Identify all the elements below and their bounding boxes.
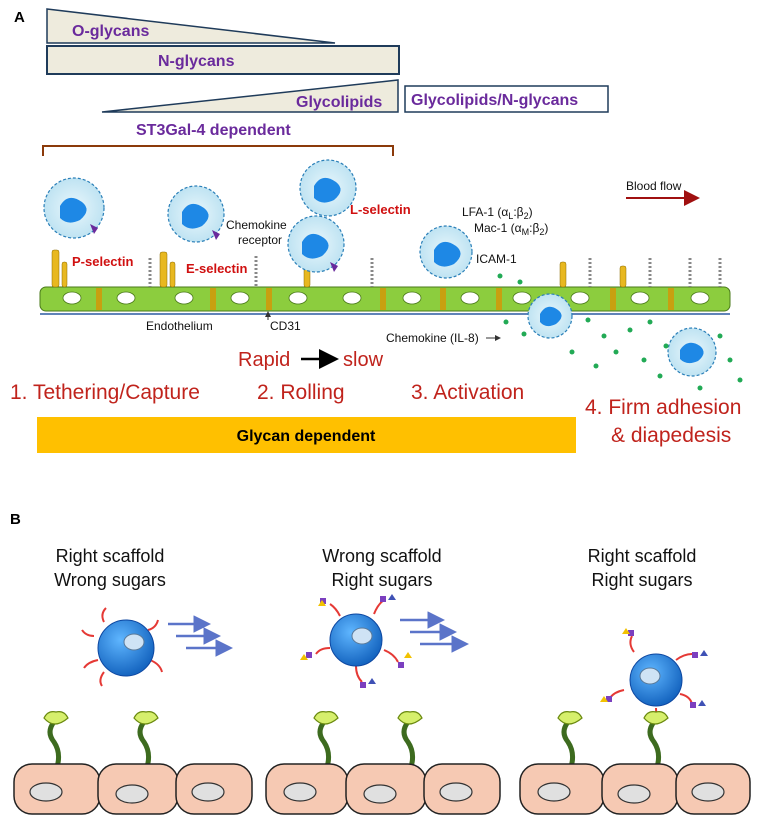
lfa1-label: LFA-1 (αL:β2) [462,205,533,221]
rapid-label: Rapid [238,349,290,371]
l-selectin-label: L-selectin [350,202,411,217]
st3gal-bracket [42,145,394,156]
step-3-label: 3. Activation [411,381,524,404]
o-glycans-wedge: O-glycans [46,8,336,44]
glycan-stalks [148,256,722,287]
leukocyte-4 [287,215,345,273]
col3-title-line1: Right scaffold [588,546,697,566]
glycolipids-n-glycans-box: Glycolipids/N-glycans [404,85,609,113]
chemokine-receptor-label-2: receptor [238,233,282,247]
n-glycans-bar: N-glycans [46,45,400,75]
step-2-label: 2. Rolling [257,381,345,404]
glycan-dependent-band [37,417,576,453]
glycolipids-wedge: Glycolipids [101,79,399,113]
col1-title-line2: Wrong sugars [54,570,166,590]
glycolipids-label: Glycolipids [296,94,382,111]
glycolipids-n-glycans-label: Glycolipids/N-glycans [411,92,578,109]
leukocyte-7 [667,327,717,377]
glycan-dependent-label: Glycan dependent [237,428,376,445]
blood-flow-label: Blood flow [626,179,682,193]
col2-title-line1: Wrong scaffold [322,546,441,566]
col1-leukocyte [81,607,163,687]
e-selectin-label: E-selectin [186,261,247,276]
panel-a-letter: A [14,9,25,26]
col2-leukocyte [300,594,412,688]
leukocyte-5 [419,225,473,279]
panel-b-letter: B [10,511,21,528]
slow-label: slow [343,349,384,371]
col2-title-line2: Right sugars [331,570,432,590]
endothelium-strip [39,286,731,315]
step-4-label-line1: 4. Firm adhesion [585,396,741,419]
icam1-label: ICAM-1 [476,252,517,266]
leukocyte-2 [167,185,225,243]
leukocyte-1 [43,177,105,239]
col3-title-line2: Right sugars [591,570,692,590]
col1-title-line1: Right scaffold [56,546,165,566]
leukocyte-6 [527,293,573,339]
endothelial-cells [13,763,751,815]
chemokine-receptor-label-1: Chemokine [226,218,287,232]
col3-sugar-glyphs [600,628,708,708]
col2-sugar-glyphs [300,594,412,688]
st3gal-label: ST3Gal-4 dependent [136,122,291,139]
leukocyte-3 [299,159,357,217]
col1-flow-arrows [168,615,233,657]
step-4-label-line2: & diapedesis [611,424,731,447]
o-glycans-label: O-glycans [72,23,149,40]
chemokine-dots [497,273,743,391]
col3-leukocyte [600,628,708,719]
step-1-label: 1. Tethering/Capture [10,381,200,404]
receptors [43,711,669,773]
col2-flow-arrows [400,611,469,653]
n-glycans-label: N-glycans [158,53,235,70]
chemokine-il8-label: Chemokine (IL-8) [386,331,479,345]
mac1-label: Mac-1 (αM:β2) [474,221,548,237]
endothelium-label: Endothelium [146,319,213,333]
cd31-label: CD31 [270,319,301,333]
p-selectin-label: P-selectin [72,254,133,269]
